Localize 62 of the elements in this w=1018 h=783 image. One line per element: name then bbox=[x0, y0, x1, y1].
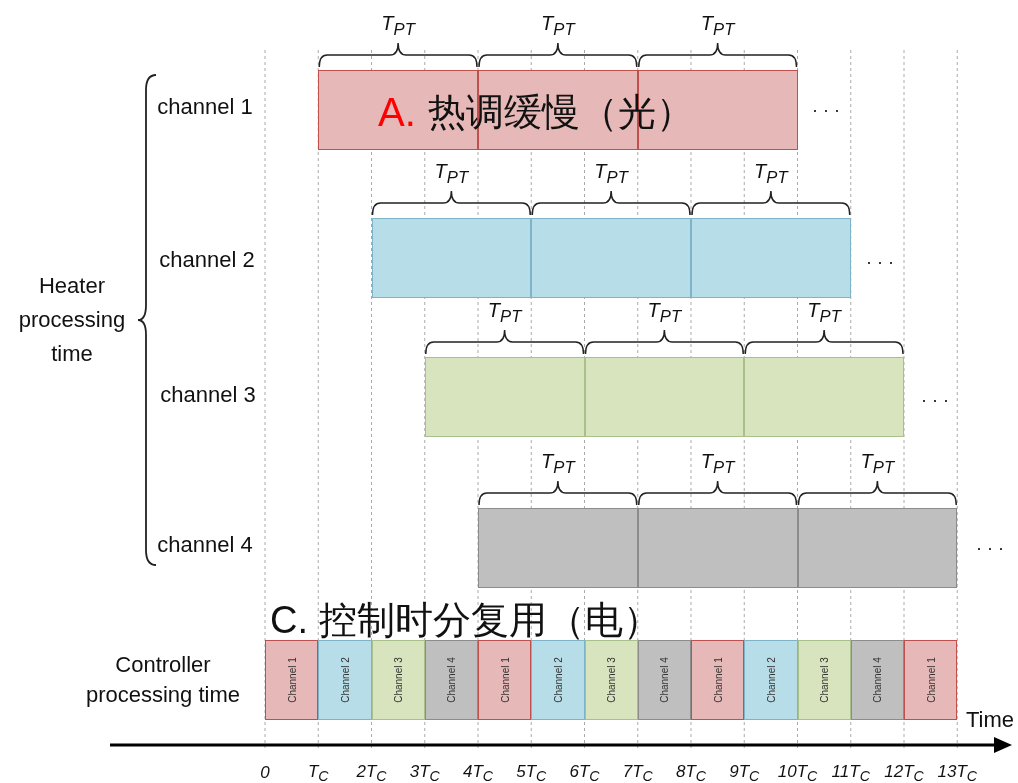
time-slot: Channel 3 bbox=[797, 640, 851, 720]
row-label: channel 3 bbox=[160, 382, 256, 408]
duration-label: T$_{PT}$ bbox=[541, 12, 575, 40]
panel-title: 热调缓慢（光） bbox=[428, 89, 694, 135]
time-slot: Channel 3 bbox=[584, 640, 638, 720]
time-slot: Channel 4 bbox=[637, 640, 691, 720]
panel-title: C. 控制时分复用（电） bbox=[270, 597, 661, 643]
tick-label: T$_{C}$ bbox=[307, 761, 329, 783]
tick-label: 6T$_{C}$ bbox=[569, 761, 600, 783]
timing-bar bbox=[744, 357, 904, 437]
tick-label: 5T$_{C}$ bbox=[516, 761, 547, 783]
tick-label: 13T$_{C}$ bbox=[937, 761, 977, 783]
tick-label: 12T$_{C}$ bbox=[884, 761, 924, 783]
time-slot: Channel 2 bbox=[318, 640, 372, 720]
axis-label: Heater processing time bbox=[17, 272, 127, 368]
ellipsis: · · · bbox=[812, 99, 840, 121]
tick-label: 8T$_{C}$ bbox=[675, 761, 707, 783]
tick-label: 10T$_{C}$ bbox=[777, 761, 818, 783]
row-label: channel 2 bbox=[159, 247, 255, 273]
duration-label: T$_{PT}$ bbox=[754, 160, 788, 188]
panel-letter: A. bbox=[378, 89, 416, 135]
time-slot: Channel 4 bbox=[850, 640, 904, 720]
time-slot: Channel 1 bbox=[265, 640, 319, 720]
tick-label: 2T$_{C}$ bbox=[356, 761, 387, 783]
time-slot: Channel 1 bbox=[478, 640, 532, 720]
row-label: channel 1 bbox=[157, 94, 253, 120]
timing-bar bbox=[478, 508, 638, 588]
time-slot: Channel 4 bbox=[424, 640, 478, 720]
duration-label: T$_{PT}$ bbox=[487, 299, 522, 327]
tick-label: 7T$_{C}$ bbox=[622, 761, 653, 783]
timing-bar bbox=[424, 357, 585, 437]
duration-label: T$_{PT}$ bbox=[434, 160, 469, 188]
time-slot: Channel 2 bbox=[744, 640, 798, 720]
row-label: channel 4 bbox=[157, 532, 253, 558]
duration-label: T$_{PT}$ bbox=[381, 12, 415, 40]
ellipsis: · · · bbox=[976, 537, 1004, 559]
duration-label: T$_{PT}$ bbox=[807, 299, 841, 327]
ellipsis: · · · bbox=[866, 251, 894, 273]
tick-label: 11T$_{C}$ bbox=[831, 761, 870, 783]
time-slot: Channel 2 bbox=[531, 640, 585, 720]
axis-label: Controller processing time bbox=[84, 651, 242, 709]
duration-label: T$_{PT}$ bbox=[594, 160, 628, 188]
row-label: Time bbox=[965, 707, 1015, 733]
time-slot: Channel 1 bbox=[904, 640, 958, 720]
tick-label: 0 bbox=[260, 763, 270, 783]
timing-bar bbox=[531, 218, 691, 298]
timing-bar bbox=[691, 218, 851, 298]
duration-label: T$_{PT}$ bbox=[700, 450, 735, 478]
duration-label: T$_{PT}$ bbox=[860, 450, 895, 478]
tick-label: 3T$_{C}$ bbox=[409, 761, 440, 783]
ellipsis: · · · bbox=[921, 389, 949, 411]
duration-label: T$_{PT}$ bbox=[541, 450, 575, 478]
duration-label: T$_{PT}$ bbox=[647, 299, 682, 327]
time-slot: Channel 1 bbox=[691, 640, 745, 720]
timing-bar bbox=[637, 508, 798, 588]
tick-label: 4T$_{C}$ bbox=[462, 761, 494, 783]
timing-bar bbox=[371, 218, 532, 298]
timing-bar bbox=[584, 357, 745, 437]
time-slot: Channel 3 bbox=[371, 640, 425, 720]
timing-bar bbox=[797, 508, 958, 588]
tick-label: 9T$_{C}$ bbox=[729, 761, 760, 783]
duration-label: T$_{PT}$ bbox=[700, 12, 735, 40]
